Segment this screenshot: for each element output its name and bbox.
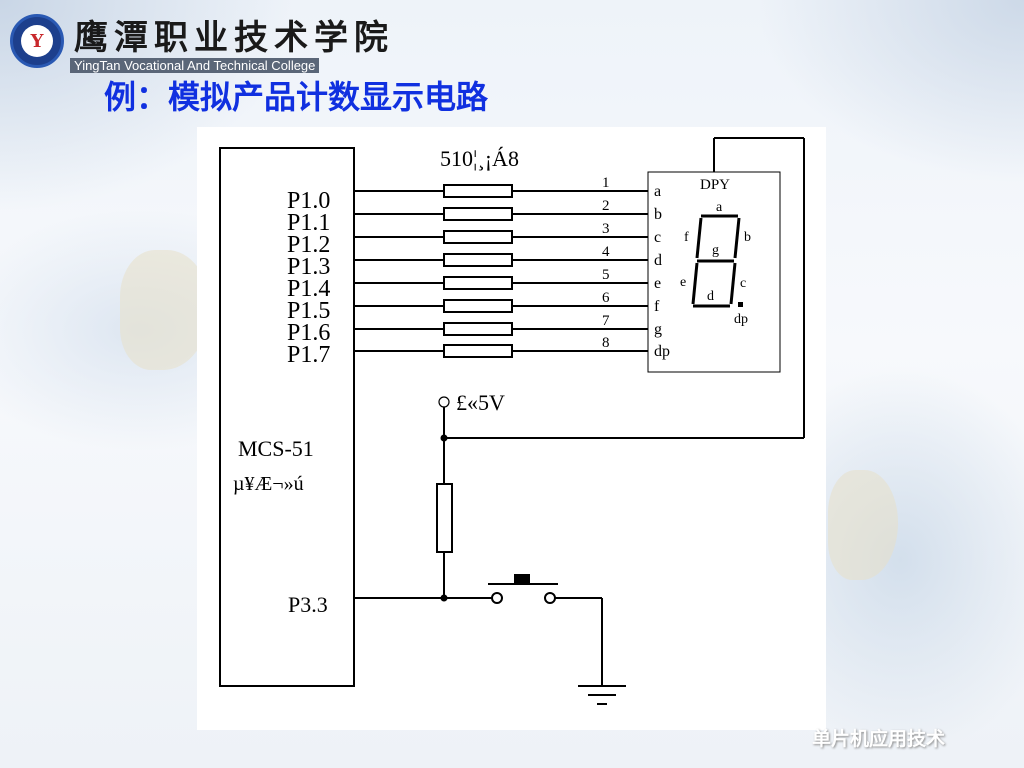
mcu-box <box>219 147 355 687</box>
line-number-label: 1 <box>602 175 610 191</box>
slide-header: Y 鹰潭职业技术学院 YingTan Vocational And Techni… <box>0 0 1024 80</box>
segment-resistor-7 <box>443 344 513 358</box>
port-pin-label: P1.1 <box>287 210 330 236</box>
port-pin-label: P1.7 <box>287 342 330 368</box>
segment-label-d: d <box>707 289 714 304</box>
supply-label: £«5V <box>456 390 505 415</box>
pullup-resistor <box>436 483 453 553</box>
segment-pin-label: a <box>654 183 661 200</box>
segment-pin-label: e <box>654 275 661 292</box>
line-number-label: 5 <box>602 267 610 283</box>
segment-b <box>733 217 741 259</box>
switch-contact-left <box>491 592 503 604</box>
port-pin-label: P1.4 <box>287 276 330 302</box>
line-number-label: 3 <box>602 221 610 237</box>
college-name-en: YingTan Vocational And Technical College <box>70 58 320 73</box>
segment-f <box>695 217 703 259</box>
resistor-array-label: 510¦¸¡Á8 <box>440 146 519 171</box>
port-pin-label: P1.2 <box>287 232 330 258</box>
segment-label-dp: dp <box>734 312 748 327</box>
segment-c <box>729 262 737 305</box>
supply-terminal <box>438 396 450 408</box>
segment-resistor-3 <box>443 253 513 267</box>
switch-button <box>514 574 530 584</box>
supply-junction <box>440 434 448 442</box>
segment-label-a: a <box>716 200 723 215</box>
segment-resistor-2 <box>443 230 513 244</box>
segment-pin-label: g <box>654 321 662 338</box>
course-footer: 单片机应用技术 <box>812 728 946 750</box>
segment-pin-label: c <box>654 229 661 246</box>
port-pin-label: P1.0 <box>287 188 330 214</box>
line-number-label: 8 <box>602 335 610 351</box>
interrupt-pin-label: P3.3 <box>288 592 328 617</box>
segment-label-e: e <box>680 275 686 290</box>
segment-label-f: f <box>684 230 689 245</box>
display-label: DPY <box>700 177 730 193</box>
segment-dp <box>738 302 743 307</box>
mcu-label: MCS-51 <box>238 436 314 461</box>
port-pin-label: P1.5 <box>287 298 330 324</box>
college-name-cn: 鹰潭职业技术学院 <box>74 18 394 58</box>
mcu-sublabel: µ¥Æ¬»ú <box>233 473 304 495</box>
slide-title: 例：模拟产品计数显示电路 <box>104 78 489 116</box>
segment-pin-label: d <box>654 252 662 269</box>
segment-pin-label: b <box>654 206 662 223</box>
line-number-label: 6 <box>602 290 610 306</box>
port-pin-label: P1.6 <box>287 320 330 346</box>
segment-label-g: g <box>712 243 719 258</box>
line-number-label: 2 <box>602 198 610 214</box>
line-number-label: 4 <box>602 244 610 260</box>
circuit-panel <box>197 127 826 730</box>
map-decoration-right <box>828 470 898 580</box>
switch-contact-right <box>544 592 556 604</box>
line-number-label: 7 <box>602 313 610 329</box>
segment-label-b: b <box>744 230 751 245</box>
segment-pin-label: f <box>654 298 660 315</box>
segment-resistor-5 <box>443 299 513 313</box>
port-pin-label: P1.3 <box>287 254 330 280</box>
p33-junction <box>440 594 448 602</box>
segment-resistor-6 <box>443 322 513 336</box>
college-logo-icon: Y <box>10 14 64 68</box>
segment-resistor-4 <box>443 276 513 290</box>
map-decoration-left <box>120 250 210 370</box>
segment-resistor-0 <box>443 184 513 198</box>
logo-letter: Y <box>21 25 53 57</box>
segment-label-c: c <box>740 276 746 291</box>
display-box <box>647 171 781 373</box>
segment-resistor-1 <box>443 207 513 221</box>
segment-pin-label: dp <box>654 343 670 360</box>
segment-e <box>691 262 699 305</box>
